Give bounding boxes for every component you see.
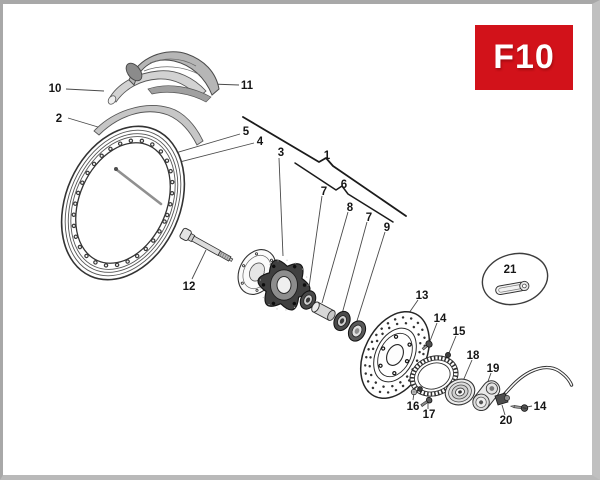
part-label-13: 13 [416, 290, 429, 302]
part-labels: 1 2 3 4 5 6 7 7 8 9 10 11 12 13 14 14 15… [49, 80, 547, 427]
part-label-5: 5 [243, 126, 250, 138]
tone-ring-screw [420, 396, 433, 407]
front-axle [179, 227, 234, 262]
part-label-21: 21 [504, 264, 517, 276]
part-label-3: 3 [278, 147, 284, 159]
spoke-nipples [71, 138, 175, 268]
part-label-6: 6 [341, 179, 347, 191]
part-label-1: 1 [324, 150, 331, 162]
part-label-11: 11 [241, 80, 254, 92]
speedo-drive-hub [444, 378, 476, 406]
washer [410, 388, 418, 396]
part-label-14b: 14 [534, 401, 547, 413]
part-label-14a: 14 [434, 313, 447, 325]
hub-spacer [311, 301, 336, 321]
disc-bolt [421, 340, 433, 351]
part-label-17: 17 [423, 409, 436, 421]
page-code-badge: F10 [475, 25, 573, 90]
dust-seal [347, 320, 367, 342]
tone-ring-bolt [445, 352, 451, 358]
part-label-2: 2 [56, 113, 62, 125]
wheel-rim [60, 125, 186, 281]
spoke [114, 167, 163, 206]
rim-strip [93, 105, 204, 146]
page-code: F10 [493, 38, 555, 76]
front-fender [125, 51, 220, 103]
speedo-cable [500, 365, 574, 399]
part-label-10: 10 [49, 83, 62, 95]
spoke-nipple [114, 167, 118, 171]
part-label-12: 12 [183, 281, 196, 293]
wheel-hub [257, 259, 311, 311]
wheel-bearing-outer [333, 310, 351, 332]
part-label-19: 19 [487, 363, 500, 375]
fitting-screw [509, 404, 529, 412]
callout-oval [481, 252, 549, 306]
part-label-15: 15 [453, 326, 466, 338]
sensor-magnet [495, 280, 530, 296]
abs-tone-ring [409, 355, 459, 397]
wheel-bearing-inner [299, 290, 317, 310]
speedo-drive-unit [472, 380, 501, 411]
bracket-line-6 [294, 162, 394, 223]
part-label-8: 8 [347, 202, 354, 214]
part-label-7a: 7 [321, 186, 327, 198]
part-label-9: 9 [384, 222, 390, 234]
tone-ring-bolt [417, 386, 423, 392]
bracket-line-1 [242, 116, 407, 217]
part-label-4: 4 [257, 136, 264, 148]
part-label-7b: 7 [366, 212, 372, 224]
part-label-16: 16 [407, 401, 420, 413]
cable-fitting [494, 392, 510, 406]
part-label-18: 18 [467, 350, 480, 362]
part-label-20: 20 [500, 415, 513, 427]
